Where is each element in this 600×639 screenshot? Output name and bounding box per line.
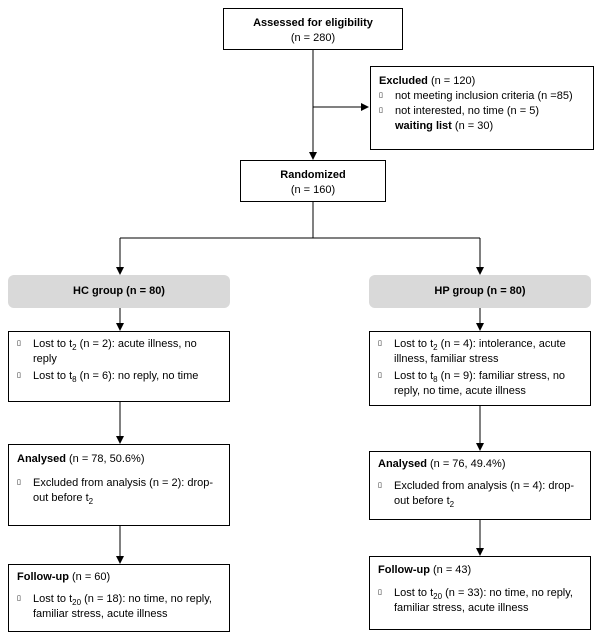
hc-group-header: HC group (n = 80) bbox=[8, 275, 230, 308]
list-item: ▯ Lost to t2 (n = 4): intolerance, acute… bbox=[378, 338, 566, 365]
bullet-icon: ▯ bbox=[17, 478, 21, 486]
hp-analysed-box: Analysed (n = 76, 49.4%) ▯ Excluded from… bbox=[369, 451, 591, 520]
hc-analysed-label: Analysed bbox=[17, 453, 66, 465]
assessed-label: Assessed for eligibility bbox=[253, 17, 373, 29]
hp-followup-label: Follow-up bbox=[378, 564, 430, 576]
excluded-count: (n = 120) bbox=[427, 75, 476, 87]
randomized-count: (n = 160) bbox=[290, 183, 336, 196]
list-item: ▯ Excluded from analysis (n = 4): drop-o… bbox=[378, 479, 575, 509]
excluded-item: ▯ not meeting inclusion criteria (n =85) bbox=[379, 89, 573, 102]
randomized-label: Randomized bbox=[280, 169, 346, 181]
list-item: ▯ Excluded from analysis (n = 2): drop-o… bbox=[17, 476, 214, 506]
waiting-list-count: (n = 30) bbox=[451, 119, 494, 132]
list-item: ▯ Lost to t20 (n = 33): no time, no repl… bbox=[378, 586, 573, 614]
bullet-icon: ▯ bbox=[17, 594, 21, 602]
bullet-icon: ▯ bbox=[378, 481, 382, 489]
list-item: ▯ Lost to t8 (n = 6): no reply, no time bbox=[17, 369, 199, 384]
hc-lost-box: ▯ Lost to t2 (n = 2): acute illness, no … bbox=[8, 331, 230, 402]
list-item: ▯ Lost to t2 (n = 2): acute illness, no … bbox=[17, 338, 197, 365]
bullet-icon: ▯ bbox=[378, 340, 382, 347]
excluded-box: Excluded (n = 120) ▯ not meeting inclusi… bbox=[370, 66, 594, 150]
bullet-icon: ▯ bbox=[17, 371, 21, 379]
hc-followup-label: Follow-up bbox=[17, 571, 69, 583]
bullet-icon: ▯ bbox=[379, 91, 383, 99]
bullet-icon: ▯ bbox=[379, 106, 383, 114]
hp-analysed-label: Analysed bbox=[378, 458, 427, 470]
hc-analysed-box: Analysed (n = 78, 50.6%) ▯ Excluded from… bbox=[8, 444, 230, 526]
hc-followup-box: Follow-up (n = 60) ▯ Lost to t20 (n = 18… bbox=[8, 564, 230, 632]
hp-lost-box: ▯ Lost to t2 (n = 4): intolerance, acute… bbox=[369, 331, 591, 406]
list-item: ▯ Lost to t20 (n = 18): no time, no repl… bbox=[17, 592, 212, 620]
excluded-item: ▯ not interested, no time (n = 5) bbox=[379, 104, 539, 117]
hp-followup-box: Follow-up (n = 43) ▯ Lost to t20 (n = 33… bbox=[369, 556, 591, 630]
waiting-list-label: waiting list bbox=[395, 119, 452, 132]
bullet-icon: ▯ bbox=[378, 588, 382, 596]
randomized-box: Randomized (n = 160) bbox=[240, 160, 386, 202]
assessed-box: Assessed for eligibility (n = 280) bbox=[223, 8, 403, 50]
bullet-icon: ▯ bbox=[17, 340, 21, 347]
bullet-icon: ▯ bbox=[378, 371, 382, 379]
hp-group-header: HP group (n = 80) bbox=[369, 275, 591, 308]
list-item: ▯ Lost to t8 (n = 9): familiar stress, n… bbox=[378, 369, 566, 397]
assessed-count: (n = 280) bbox=[290, 31, 336, 44]
excluded-label: Excluded bbox=[379, 75, 428, 87]
